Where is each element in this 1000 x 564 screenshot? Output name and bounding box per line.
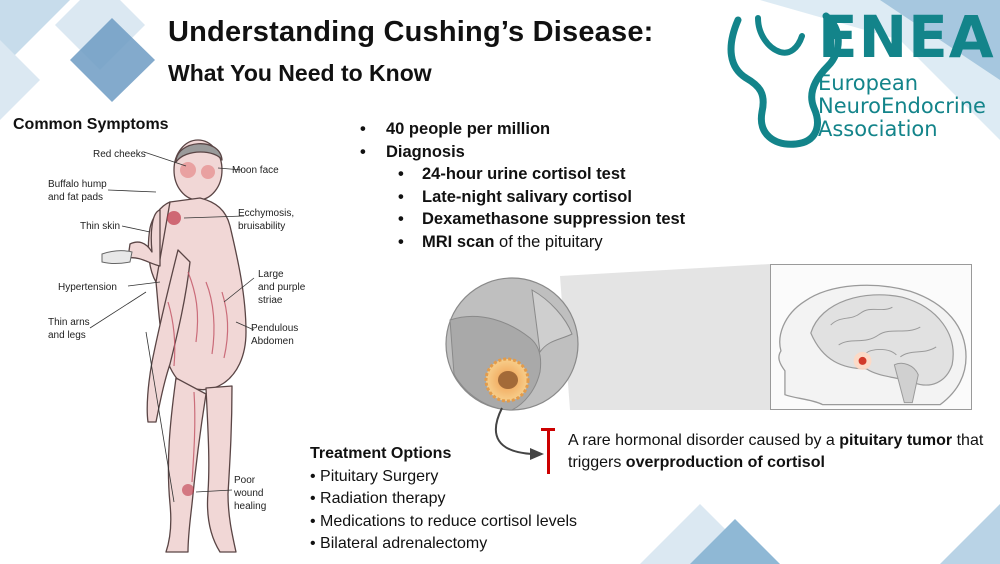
bullet-icon: • — [398, 232, 404, 251]
pituitary-zoom-illustration — [445, 264, 770, 460]
label-striae: Large and purple striae — [258, 268, 305, 307]
label-line: Ecchymosis, — [238, 208, 295, 219]
disease-description: A rare hormonal disorder caused by a pit… — [544, 430, 988, 474]
label-thin-arms: Thin arns and legs — [48, 316, 90, 342]
mri-rest: of the pituitary — [494, 232, 603, 251]
logo-full-name: European NeuroEndocrine Association — [818, 72, 986, 141]
label-moon-face: Moon face — [232, 165, 279, 176]
symptoms-heading: Common Symptoms — [13, 116, 169, 133]
label-ecchymosis: Ecchymosis, bruisability — [238, 207, 294, 233]
label-pendulous-abdomen: Pendulous Abdomen — [251, 322, 298, 348]
label-line: bruisability — [238, 221, 286, 232]
bullet-icon: • — [398, 165, 404, 183]
label-line: striae — [258, 295, 283, 306]
brain-illustration-panel — [770, 264, 972, 410]
bullet-icon: • — [398, 210, 404, 228]
prevalence-text: 40 people per million — [386, 120, 551, 138]
label-line: Abdomen — [251, 336, 294, 347]
logo-name-line: Association — [818, 117, 938, 141]
bullet-icon: • — [398, 187, 404, 206]
test-item: Late-night salivary cortisol — [422, 187, 632, 206]
label-line: and legs — [48, 330, 86, 341]
label-hypertension: Hypertension — [58, 282, 117, 293]
label-thin-skin: Thin skin — [80, 221, 121, 232]
bullet-icon: • — [360, 120, 366, 138]
treatment-item: • Medications to reduce cortisol levels — [310, 512, 578, 530]
enea-logo-icon — [727, 12, 842, 148]
label-line: healing — [234, 501, 267, 512]
desc-text: that triggers — [568, 432, 984, 471]
logo-name-line: European — [818, 71, 919, 95]
treatment-item: • Radiation therapy — [310, 490, 446, 507]
test-item: 24-hour urine cortisol test — [422, 165, 626, 183]
label-line: and purple — [258, 282, 306, 293]
label-line: Poor — [234, 475, 256, 486]
treatment-heading: Treatment Options — [310, 445, 452, 462]
treatment-item: • Pituitary Surgery — [310, 467, 439, 485]
page-subtitle: What You Need to Know — [168, 60, 432, 86]
treatment-item: • Bilateral adrenalectomy — [310, 535, 488, 552]
highlight-bar — [547, 428, 550, 474]
body-illustration — [89, 139, 255, 553]
test-item: Dexamethasone suppression test — [422, 210, 686, 228]
label-line: wound — [234, 488, 264, 499]
page-title: Understanding Cushing’s Disease: — [168, 16, 654, 48]
label-line: Thin arns — [48, 317, 90, 328]
treatment-section: Treatment Options • Pituitary Surgery • … — [310, 443, 577, 556]
bullet-icon: • — [360, 142, 366, 161]
logo-name-line: NeuroEndocrine — [818, 94, 986, 118]
logo-wordmark: ENEA — [818, 3, 995, 71]
label-buffalo-hump: Buffalo hump and fat pads — [48, 178, 107, 204]
brain-sagittal-icon — [778, 284, 967, 406]
desc-text: A rare hormonal disorder caused by a — [568, 432, 840, 449]
label-line: Pendulous — [251, 323, 299, 334]
diagnosis-heading: Diagnosis — [386, 142, 465, 161]
label-line: and fat pads — [48, 192, 104, 203]
desc-bold: overproduction of cortisol — [625, 454, 825, 471]
label-line: Large — [258, 269, 284, 280]
mri-item: MRI scan of the pituitary — [422, 233, 603, 252]
highlight-bar-top — [541, 428, 555, 431]
label-red-cheeks: Red cheeks — [93, 149, 146, 160]
mri-bold: MRI scan — [422, 232, 495, 251]
label-line: Buffalo hump — [48, 179, 107, 190]
label-poor-wound-healing: Poor wound healing — [234, 474, 266, 513]
desc-bold: pituitary tumor — [839, 432, 953, 449]
